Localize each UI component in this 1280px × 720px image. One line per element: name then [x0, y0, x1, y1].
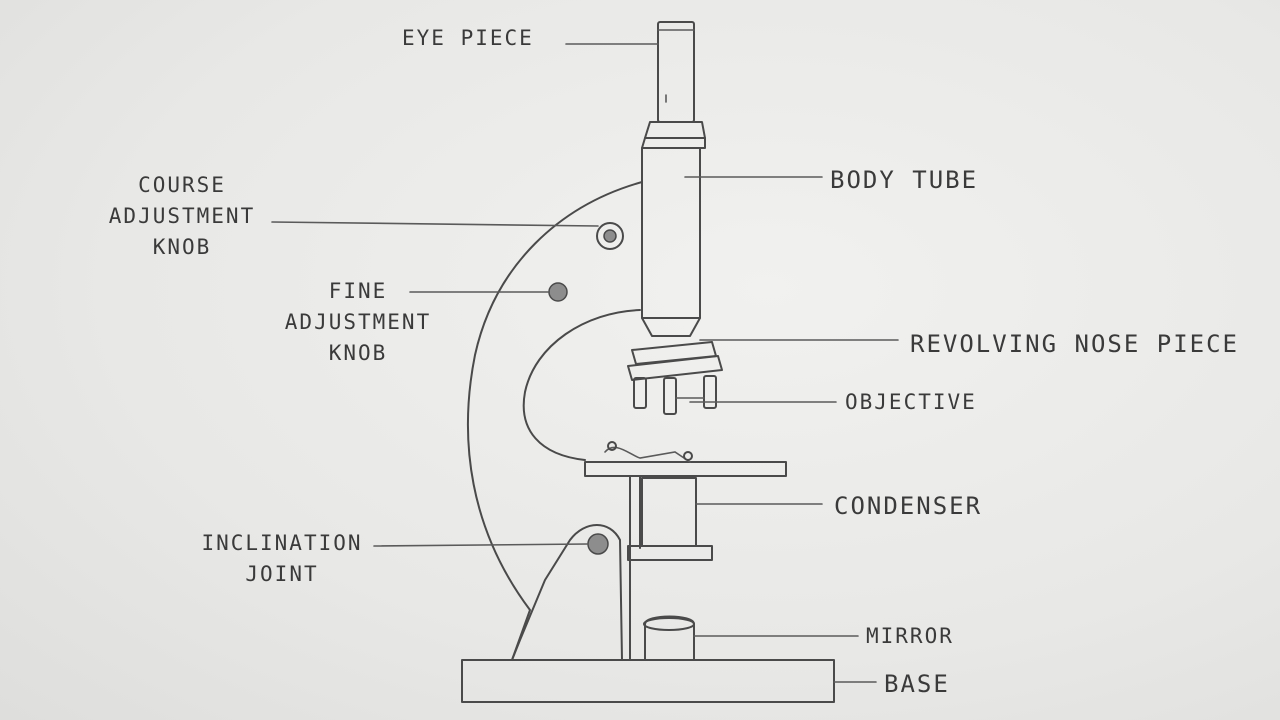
body-tube-taper [641, 317, 701, 337]
objective-lens-2 [663, 377, 677, 415]
inclination-label-line-2: JOINT [245, 562, 319, 586]
base-label: BASE [884, 670, 950, 698]
arm-lower-edge [511, 524, 623, 661]
stage-shape [584, 461, 787, 477]
objective-label: OBJECTIVE [845, 390, 977, 414]
fine-label-line-1: FINE [328, 279, 388, 303]
inclination-leader [373, 543, 589, 547]
condenser-label: CONDENSER [834, 492, 983, 520]
revolving-nose-piece-label: REVOLVING NOSE PIECE [910, 330, 1239, 358]
coarse-label-line-1: COURSE [138, 173, 226, 197]
body-tube-shape [641, 147, 701, 319]
coarse-label-line-2: ADJUSTMENT [108, 204, 256, 228]
fine-adjustment-knob-shape [548, 282, 568, 302]
base-shape [461, 659, 835, 703]
fine-label-line-2: ADJUSTMENT [284, 310, 432, 334]
objective-lens-1 [633, 377, 647, 409]
inclination-joint-label: INCLINATION JOINT [192, 528, 372, 590]
inclination-joint-shape [587, 533, 609, 555]
objective-lens-3 [703, 375, 717, 409]
coarse-adjustment-knob-label: COURSE ADJUSTMENT KNOB [82, 170, 282, 263]
condenser-plate [627, 545, 713, 561]
eye-piece-collar [644, 121, 706, 139]
coarse-label-line-3: KNOB [152, 235, 212, 259]
microscope-arm-inner [522, 309, 641, 461]
fine-adjustment-knob-label: FINE ADJUSTMENT KNOB [258, 276, 458, 369]
body-tube-label: BODY TUBE [830, 166, 979, 194]
mirror-shape [644, 615, 695, 661]
inclination-label-line-1: INCLINATION [201, 531, 363, 555]
mirror-label: MIRROR [866, 624, 954, 648]
fine-label-line-3: KNOB [328, 341, 388, 365]
eye-piece-label: EYE PIECE [402, 26, 534, 50]
condenser-shape [641, 477, 697, 547]
eye-piece-shape [657, 21, 695, 123]
coarse-adjustment-knob-shape [596, 222, 624, 250]
coarse-knob-leader [271, 221, 599, 227]
microscope-arm [467, 181, 643, 661]
